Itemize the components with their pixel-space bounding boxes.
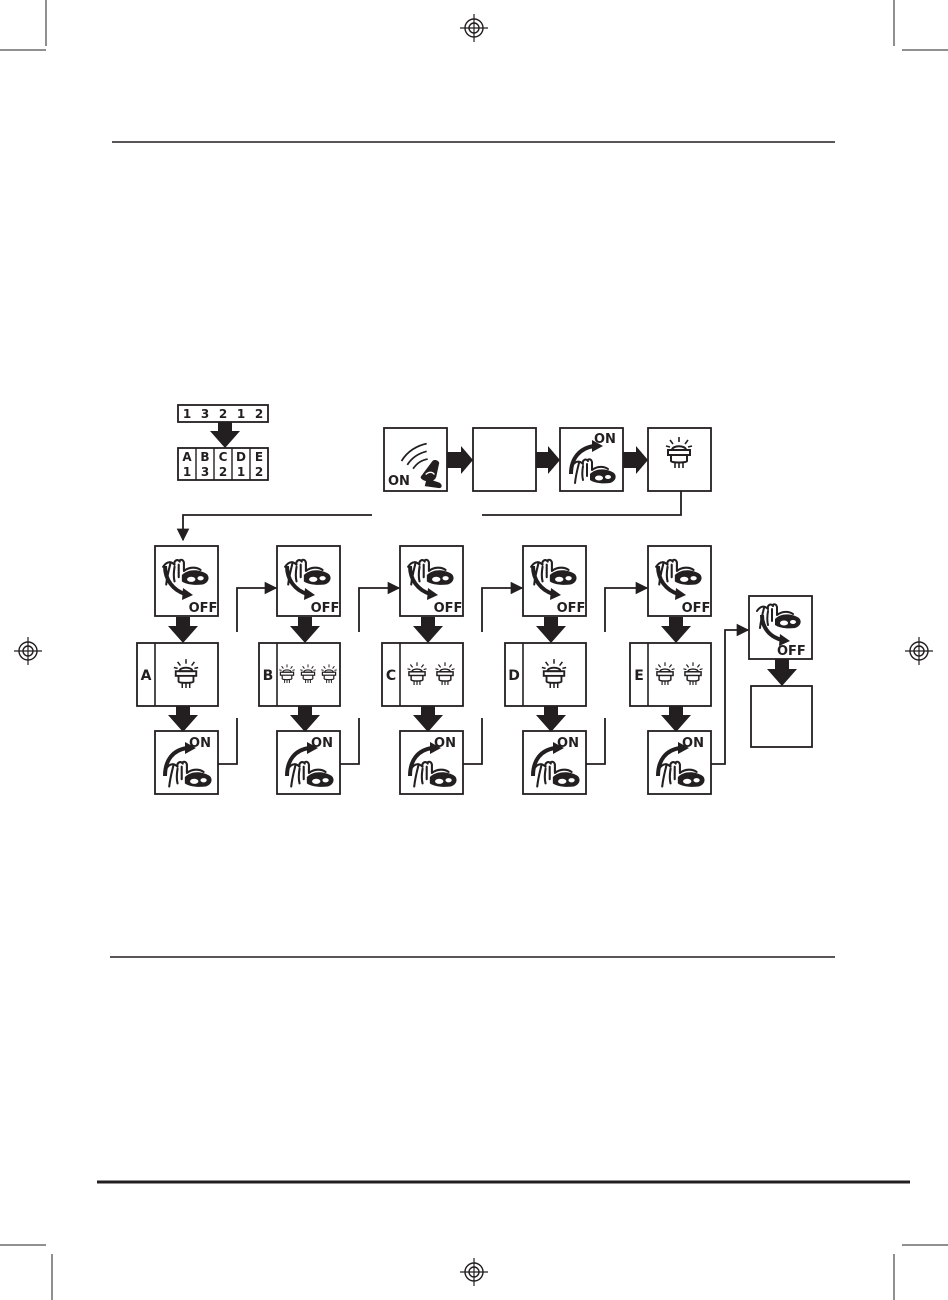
registration-mark-icon bbox=[460, 1258, 488, 1286]
indicator-lamp-icon bbox=[321, 664, 337, 683]
on-label: ON bbox=[434, 736, 456, 751]
code-column-letter: D bbox=[236, 450, 246, 464]
code-column-count: 1 bbox=[183, 465, 191, 479]
step-letter: C bbox=[386, 668, 396, 684]
connector-arrow bbox=[711, 630, 748, 764]
indicator-lamp-icon bbox=[174, 659, 198, 688]
arrow-right-icon bbox=[536, 446, 560, 474]
arrow-down-icon bbox=[290, 617, 320, 643]
code-column-count: 2 bbox=[219, 465, 227, 479]
arrow-down-icon bbox=[536, 706, 566, 732]
arrow-down-icon bbox=[536, 617, 566, 643]
step-columns: OFF A ON OFF B ON OFF C ON OFF D ON OFF E ON bbox=[137, 546, 748, 794]
blank-step-box bbox=[473, 428, 536, 491]
code-column-count: 1 bbox=[237, 465, 245, 479]
indicator-lamp-icon bbox=[542, 659, 566, 688]
remote-on-label: ON bbox=[388, 474, 410, 489]
connector-arrow bbox=[183, 515, 372, 540]
connector-arrow bbox=[359, 588, 399, 632]
arrow-down-icon bbox=[413, 706, 443, 732]
off-label: OFF bbox=[434, 601, 463, 616]
final-blank-box bbox=[751, 686, 812, 747]
hand-key-icon bbox=[411, 762, 456, 787]
off-label: OFF bbox=[311, 601, 340, 616]
code-column-letter: E bbox=[255, 450, 263, 464]
final-step: OFF bbox=[749, 596, 812, 747]
arrow-right-icon bbox=[623, 446, 648, 474]
arrow-down-icon bbox=[413, 617, 443, 643]
arrow-down-icon bbox=[661, 617, 691, 643]
hand-key-icon bbox=[166, 762, 211, 787]
final-off-label: OFF bbox=[777, 644, 806, 659]
top-sequence: ON ON bbox=[183, 428, 711, 540]
arrow-down-icon bbox=[767, 659, 797, 686]
on-label: ON bbox=[682, 736, 704, 751]
step-letter: B bbox=[263, 668, 274, 684]
indicator-lamp-icon bbox=[435, 662, 454, 685]
arrow-down-icon bbox=[290, 706, 320, 732]
arrow-down-icon bbox=[210, 422, 240, 448]
indicator-lamp-icon bbox=[279, 664, 295, 683]
code-digit: 1 bbox=[237, 407, 245, 421]
code-digit: 2 bbox=[219, 407, 227, 421]
indicator-lamp-icon bbox=[666, 437, 692, 468]
hand-key-icon bbox=[572, 459, 616, 483]
step-b: OFF B ON bbox=[259, 546, 399, 794]
registration-mark-icon bbox=[460, 14, 488, 42]
hand-key-icon bbox=[659, 762, 704, 787]
hand-key-icon bbox=[534, 762, 579, 787]
code-digit: 1 bbox=[183, 407, 191, 421]
arrow-right-icon bbox=[447, 446, 473, 474]
step-c: OFF C ON bbox=[382, 546, 522, 794]
code-digit: 3 bbox=[201, 407, 209, 421]
registration-mark-icon bbox=[14, 637, 42, 665]
arrow-down-icon bbox=[168, 617, 198, 643]
code-table: 13212A1B3C2D1E2 bbox=[178, 405, 268, 480]
ignition-on-label: ON bbox=[594, 432, 616, 447]
step-letter: A bbox=[141, 668, 152, 684]
code-column-count: 2 bbox=[255, 465, 263, 479]
connector-arrow bbox=[237, 588, 276, 632]
indicator-lamp-icon bbox=[407, 662, 426, 685]
indicator-lamp-icon bbox=[683, 662, 702, 685]
arrow-down-icon bbox=[661, 706, 691, 732]
connector-arrow bbox=[605, 588, 647, 632]
step-e: OFF E ON bbox=[630, 546, 748, 794]
on-label: ON bbox=[557, 736, 579, 751]
registration-mark-icon bbox=[905, 637, 933, 665]
step-a: OFF A ON bbox=[137, 546, 276, 794]
code-column-letter: C bbox=[219, 450, 228, 464]
off-label: OFF bbox=[189, 601, 218, 616]
connector-line bbox=[340, 718, 359, 764]
connector-line bbox=[482, 491, 681, 515]
on-label: ON bbox=[311, 736, 333, 751]
off-label: OFF bbox=[557, 601, 586, 616]
code-column-letter: A bbox=[182, 450, 192, 464]
indicator-lamp-icon bbox=[300, 664, 316, 683]
hand-key-icon bbox=[288, 762, 333, 787]
off-label: OFF bbox=[682, 601, 711, 616]
step-letter: D bbox=[508, 668, 520, 684]
connector-line bbox=[218, 718, 237, 764]
connector-line bbox=[586, 718, 605, 764]
code-column-letter: B bbox=[200, 450, 209, 464]
step-d: OFF D ON bbox=[505, 546, 647, 794]
connector-arrow bbox=[482, 588, 522, 632]
step-letter: E bbox=[634, 668, 644, 684]
code-column-count: 3 bbox=[201, 465, 209, 479]
indicator-lamp-icon bbox=[655, 662, 674, 685]
arrow-down-icon bbox=[168, 706, 198, 732]
connector-line bbox=[463, 718, 482, 764]
code-digit: 2 bbox=[255, 407, 263, 421]
on-label: ON bbox=[189, 736, 211, 751]
